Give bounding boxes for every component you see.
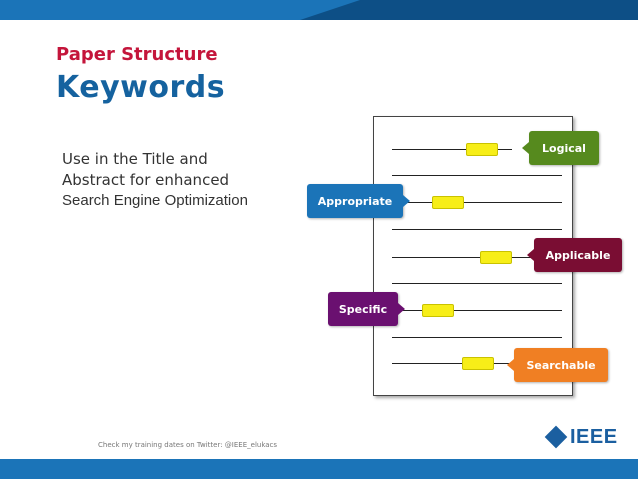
paper-line xyxy=(392,283,562,284)
body-line-2: Abstract for enhanced xyxy=(62,171,230,189)
body-line-3: Search Engine Optimization xyxy=(62,192,248,209)
header-bar xyxy=(0,0,638,20)
paper-line xyxy=(392,229,562,230)
paper-line xyxy=(392,337,562,338)
highlight-mark xyxy=(480,251,512,264)
highlight-mark xyxy=(422,304,454,317)
footer-bar xyxy=(0,459,638,479)
paper-line xyxy=(392,310,562,311)
slide-subtitle: Paper Structure xyxy=(56,44,218,65)
footer-note: Check my training dates on Twitter: @IEE… xyxy=(98,441,278,449)
highlight-mark xyxy=(432,196,464,209)
callout-appropriate: Appropriate xyxy=(307,184,410,218)
paper-line xyxy=(392,202,562,203)
ieee-logo: IEEE xyxy=(544,425,622,449)
paper-line xyxy=(392,257,542,258)
callout-logical: Logical xyxy=(522,131,599,165)
header-bar-accent xyxy=(300,0,638,20)
highlight-mark xyxy=(462,357,494,370)
body-line-1: Use in the Title and xyxy=(62,150,208,168)
logo-text: IEEE xyxy=(570,425,618,448)
callout-applicable: Applicable xyxy=(527,238,622,272)
paper-line xyxy=(392,149,512,150)
callout-specific: Specific xyxy=(328,292,405,326)
slide-title: Keywords xyxy=(56,70,226,105)
paper-line xyxy=(392,175,562,176)
highlight-mark xyxy=(466,143,498,156)
callout-searchable: Searchable xyxy=(507,348,608,382)
ieee-diamond-icon xyxy=(544,425,568,449)
